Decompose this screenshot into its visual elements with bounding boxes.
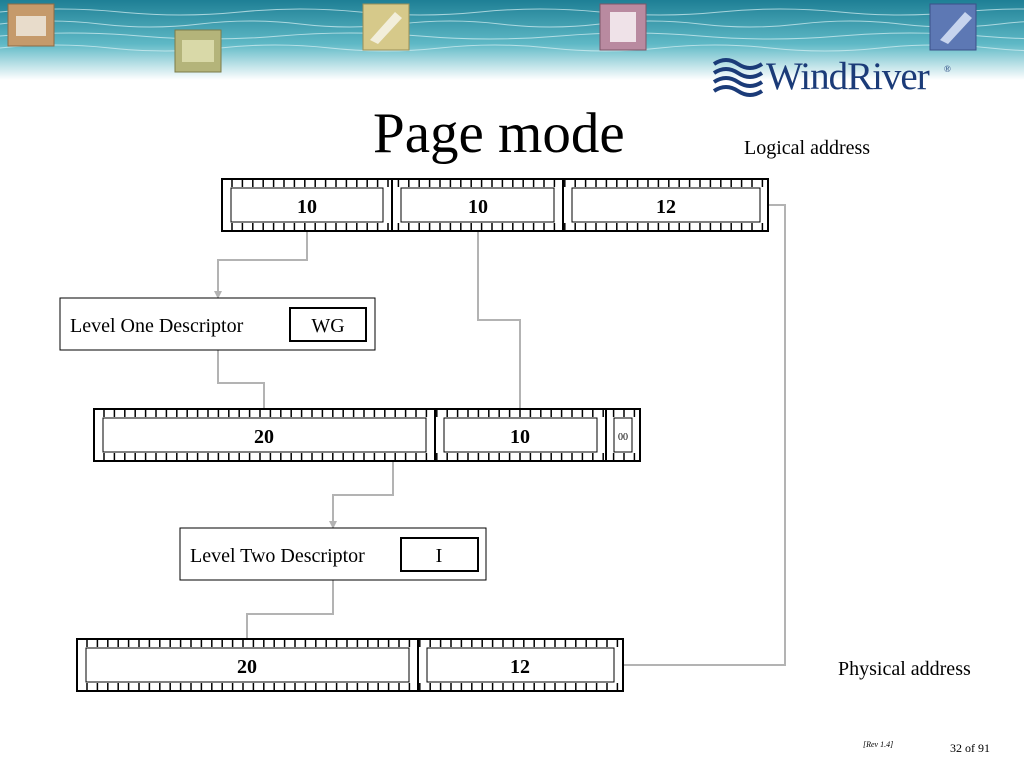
level-two-descriptor-label: Level Two Descriptor — [190, 545, 365, 567]
banner-tile-telephone — [7, 3, 55, 47]
page-title: Page mode — [373, 102, 625, 165]
arrow-logical-dir-to-level1 — [214, 222, 308, 299]
descriptor-field-zero-value: 00 — [618, 432, 628, 443]
banner-tile-document — [599, 3, 647, 51]
banner-tile-cd — [929, 3, 977, 51]
revision-label: [Rev 1.4] — [863, 740, 894, 749]
logical-field-directory — [230, 187, 384, 223]
logical-field-offset — [571, 187, 761, 223]
descriptor-field-index — [443, 417, 598, 453]
descriptor-field-base — [102, 417, 427, 453]
page-number: 32 of 91 — [950, 741, 990, 755]
level-one-field-box — [289, 307, 367, 342]
physical-field-offset-value: 12 — [510, 656, 530, 678]
physical-field-frame — [85, 647, 410, 683]
logical-field-page-value: 10 — [468, 196, 488, 218]
logical-field-offset-value: 12 — [656, 196, 676, 218]
logical-field-page — [400, 187, 555, 223]
logo-registered-mark: ® — [944, 64, 951, 74]
arrow-descriptor-to-level2 — [329, 452, 394, 529]
descriptor-field-base-value: 20 — [254, 426, 274, 448]
level-one-descriptor-label: Level One Descriptor — [70, 315, 244, 337]
windriver-logo-icon — [712, 58, 764, 97]
header-banner — [0, 0, 1024, 80]
physical-field-offset — [426, 647, 615, 683]
logical-field-directory-value: 10 — [297, 196, 317, 218]
level-two-field-box — [400, 537, 479, 572]
arrow-logical-page-to-descriptor — [477, 222, 524, 419]
descriptor-field-index-value: 10 — [510, 426, 530, 448]
logo-text: WindRiver — [766, 55, 930, 98]
level-one-field-value: WG — [311, 315, 344, 337]
level-two-field-value: I — [436, 545, 443, 567]
arrow-level1-to-descriptor — [217, 350, 268, 419]
physical-field-frame-value: 20 — [237, 656, 257, 678]
arrow-offset-to-physical — [613, 204, 786, 669]
logical-address-label: Logical address — [744, 137, 871, 159]
banner-tile-keyboard — [174, 29, 222, 73]
arrow-level2-to-physical — [243, 580, 334, 649]
descriptor-field-zero — [613, 417, 633, 453]
banner-tile-shuttle — [362, 3, 410, 51]
physical-address-label: Physical address — [838, 658, 971, 680]
